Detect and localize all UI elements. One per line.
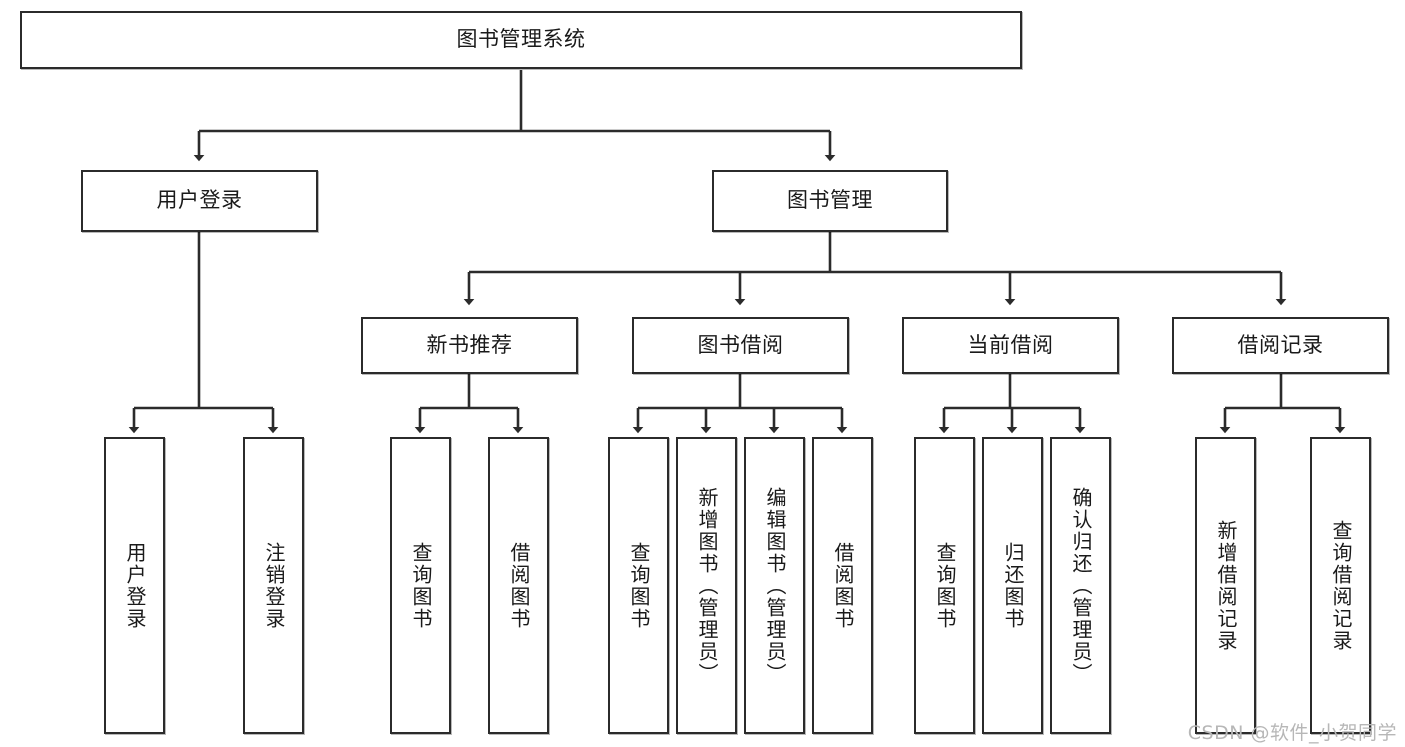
node-new-book-recommend-label: 新书推荐 bbox=[426, 332, 513, 357]
leaf-recommend-query-book-label: 查询图书 bbox=[409, 541, 433, 630]
leaf-borrow-add-book-admin[interactable]: 新增图书（管理员） bbox=[676, 437, 737, 734]
leaf-user-login-signin[interactable]: 用户登录 bbox=[104, 437, 165, 734]
leaf-borrow-query-book-label: 查询图书 bbox=[627, 541, 651, 630]
node-book-borrow[interactable]: 图书借阅 bbox=[632, 317, 849, 374]
leaf-current-query-book[interactable]: 查询图书 bbox=[914, 437, 975, 734]
leaf-user-login-signout-label: 注销登录 bbox=[262, 541, 286, 630]
node-new-book-recommend[interactable]: 新书推荐 bbox=[361, 317, 578, 374]
node-borrow-record[interactable]: 借阅记录 bbox=[1172, 317, 1389, 374]
node-root-system-label: 图书管理系统 bbox=[456, 27, 586, 52]
node-book-management-label: 图书管理 bbox=[787, 188, 873, 213]
leaf-record-query-record[interactable]: 查询借阅记录 bbox=[1310, 437, 1371, 734]
leaf-recommend-borrow-book[interactable]: 借阅图书 bbox=[488, 437, 549, 734]
leaf-recommend-borrow-book-label: 借阅图书 bbox=[507, 541, 531, 630]
leaf-borrow-edit-book-admin-label: 编辑图书（管理员） bbox=[763, 486, 787, 685]
leaf-user-login-signout[interactable]: 注销登录 bbox=[243, 437, 304, 734]
leaf-current-confirm-return-admin-label: 确认归还（管理员） bbox=[1069, 486, 1093, 685]
node-borrow-record-label: 借阅记录 bbox=[1237, 332, 1324, 357]
leaf-current-confirm-return-admin[interactable]: 确认归还（管理员） bbox=[1050, 437, 1111, 734]
node-current-borrow[interactable]: 当前借阅 bbox=[902, 317, 1119, 374]
node-current-borrow-label: 当前借阅 bbox=[967, 332, 1054, 357]
leaf-borrow-add-book-admin-label: 新增图书（管理员） bbox=[695, 486, 719, 685]
node-user-login-label: 用户登录 bbox=[156, 188, 243, 213]
node-user-login[interactable]: 用户登录 bbox=[81, 170, 318, 232]
node-root-system[interactable]: 图书管理系统 bbox=[20, 11, 1022, 69]
node-book-management[interactable]: 图书管理 bbox=[712, 170, 948, 232]
leaf-record-query-record-label: 查询借阅记录 bbox=[1329, 519, 1353, 652]
leaf-recommend-query-book[interactable]: 查询图书 bbox=[390, 437, 451, 734]
leaf-borrow-borrow-book-label: 借阅图书 bbox=[831, 541, 855, 630]
leaf-borrow-query-book[interactable]: 查询图书 bbox=[608, 437, 669, 734]
leaf-current-return-book-label: 归还图书 bbox=[1001, 541, 1025, 630]
leaf-borrow-edit-book-admin[interactable]: 编辑图书（管理员） bbox=[744, 437, 805, 734]
leaf-user-login-signin-label: 用户登录 bbox=[123, 541, 147, 630]
leaf-current-return-book[interactable]: 归还图书 bbox=[982, 437, 1043, 734]
leaf-current-query-book-label: 查询图书 bbox=[933, 541, 957, 630]
node-book-borrow-label: 图书借阅 bbox=[697, 332, 784, 357]
leaf-record-add-record[interactable]: 新增借阅记录 bbox=[1195, 437, 1256, 734]
leaf-borrow-borrow-book[interactable]: 借阅图书 bbox=[812, 437, 873, 734]
leaf-record-add-record-label: 新增借阅记录 bbox=[1214, 519, 1238, 652]
